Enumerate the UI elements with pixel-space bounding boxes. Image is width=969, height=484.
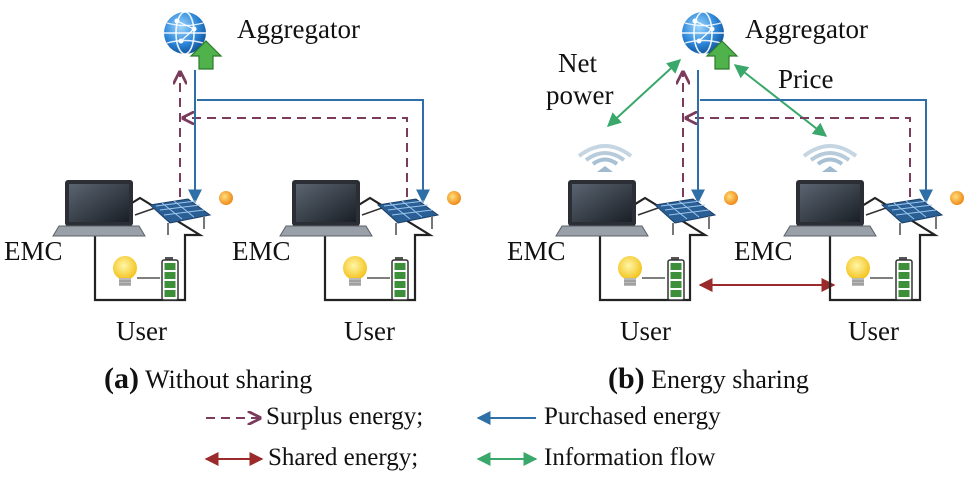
user-label-b-right: User — [848, 316, 899, 346]
solar-panel-icon — [149, 198, 211, 236]
laptop-icon — [279, 179, 373, 237]
legend-swatches — [204, 411, 538, 466]
legend-surplus-label: Surplus energy; — [266, 403, 424, 430]
caption-b: (b) Energy sharing — [608, 362, 809, 396]
panel-b — [555, 11, 964, 302]
caption-a: (a) Without sharing — [104, 362, 312, 396]
bulb-icon — [342, 255, 368, 287]
legend-information-label: Information flow — [544, 444, 716, 471]
caption-a-text: Without sharing — [145, 365, 313, 394]
laptop-icon — [783, 179, 877, 237]
user-label-a-right: User — [344, 316, 395, 346]
information-arrow-net-power — [606, 59, 682, 127]
legend-purchased-label: Purchased energy — [544, 403, 721, 430]
battery-icon — [667, 256, 685, 301]
aggregator-label-b: Aggregator — [745, 14, 868, 44]
sun-icon — [724, 191, 738, 205]
user-label-a-left: User — [116, 316, 167, 346]
surplus-arrow-b-right — [686, 118, 911, 212]
solar-panel-icon — [881, 198, 943, 236]
sun-icon — [447, 191, 461, 205]
bulb-icon — [617, 255, 643, 287]
caption-b-letter: (b) — [608, 362, 645, 395]
net-power-label-line2: power — [546, 80, 614, 110]
wifi-signal-icon — [577, 144, 633, 174]
legend-shared-label: Shared energy; — [268, 444, 419, 471]
panel-a — [52, 11, 461, 302]
caption-b-text: Energy sharing — [651, 365, 809, 394]
solar-panel-icon — [654, 198, 716, 236]
emc-label-a-right: EMC — [232, 236, 291, 266]
wifi-signal-icon — [802, 144, 858, 174]
user-label-b-left: User — [620, 316, 671, 346]
purchased-arrow-b-right — [700, 99, 933, 204]
aggregator-label-a: Aggregator — [237, 14, 360, 44]
net-power-label-line1: Net — [558, 48, 597, 78]
bulb-icon — [112, 255, 138, 287]
surplus-arrow-a-right — [183, 118, 408, 212]
sun-icon — [219, 191, 233, 205]
sun-icon — [950, 191, 964, 205]
price-label: Price — [778, 64, 834, 94]
bulb-icon — [845, 255, 871, 287]
emc-label-b-right: EMC — [734, 236, 793, 266]
emc-label-a-left: EMC — [4, 236, 63, 266]
battery-icon — [895, 256, 913, 301]
laptop-icon — [52, 179, 146, 237]
purchased-arrow-a-right — [197, 99, 430, 204]
battery-icon — [161, 256, 179, 301]
battery-icon — [391, 256, 409, 301]
solar-panel-icon — [377, 198, 439, 236]
caption-a-letter: (a) — [104, 362, 139, 395]
emc-label-b-left: EMC — [507, 236, 566, 266]
laptop-icon — [555, 179, 649, 237]
